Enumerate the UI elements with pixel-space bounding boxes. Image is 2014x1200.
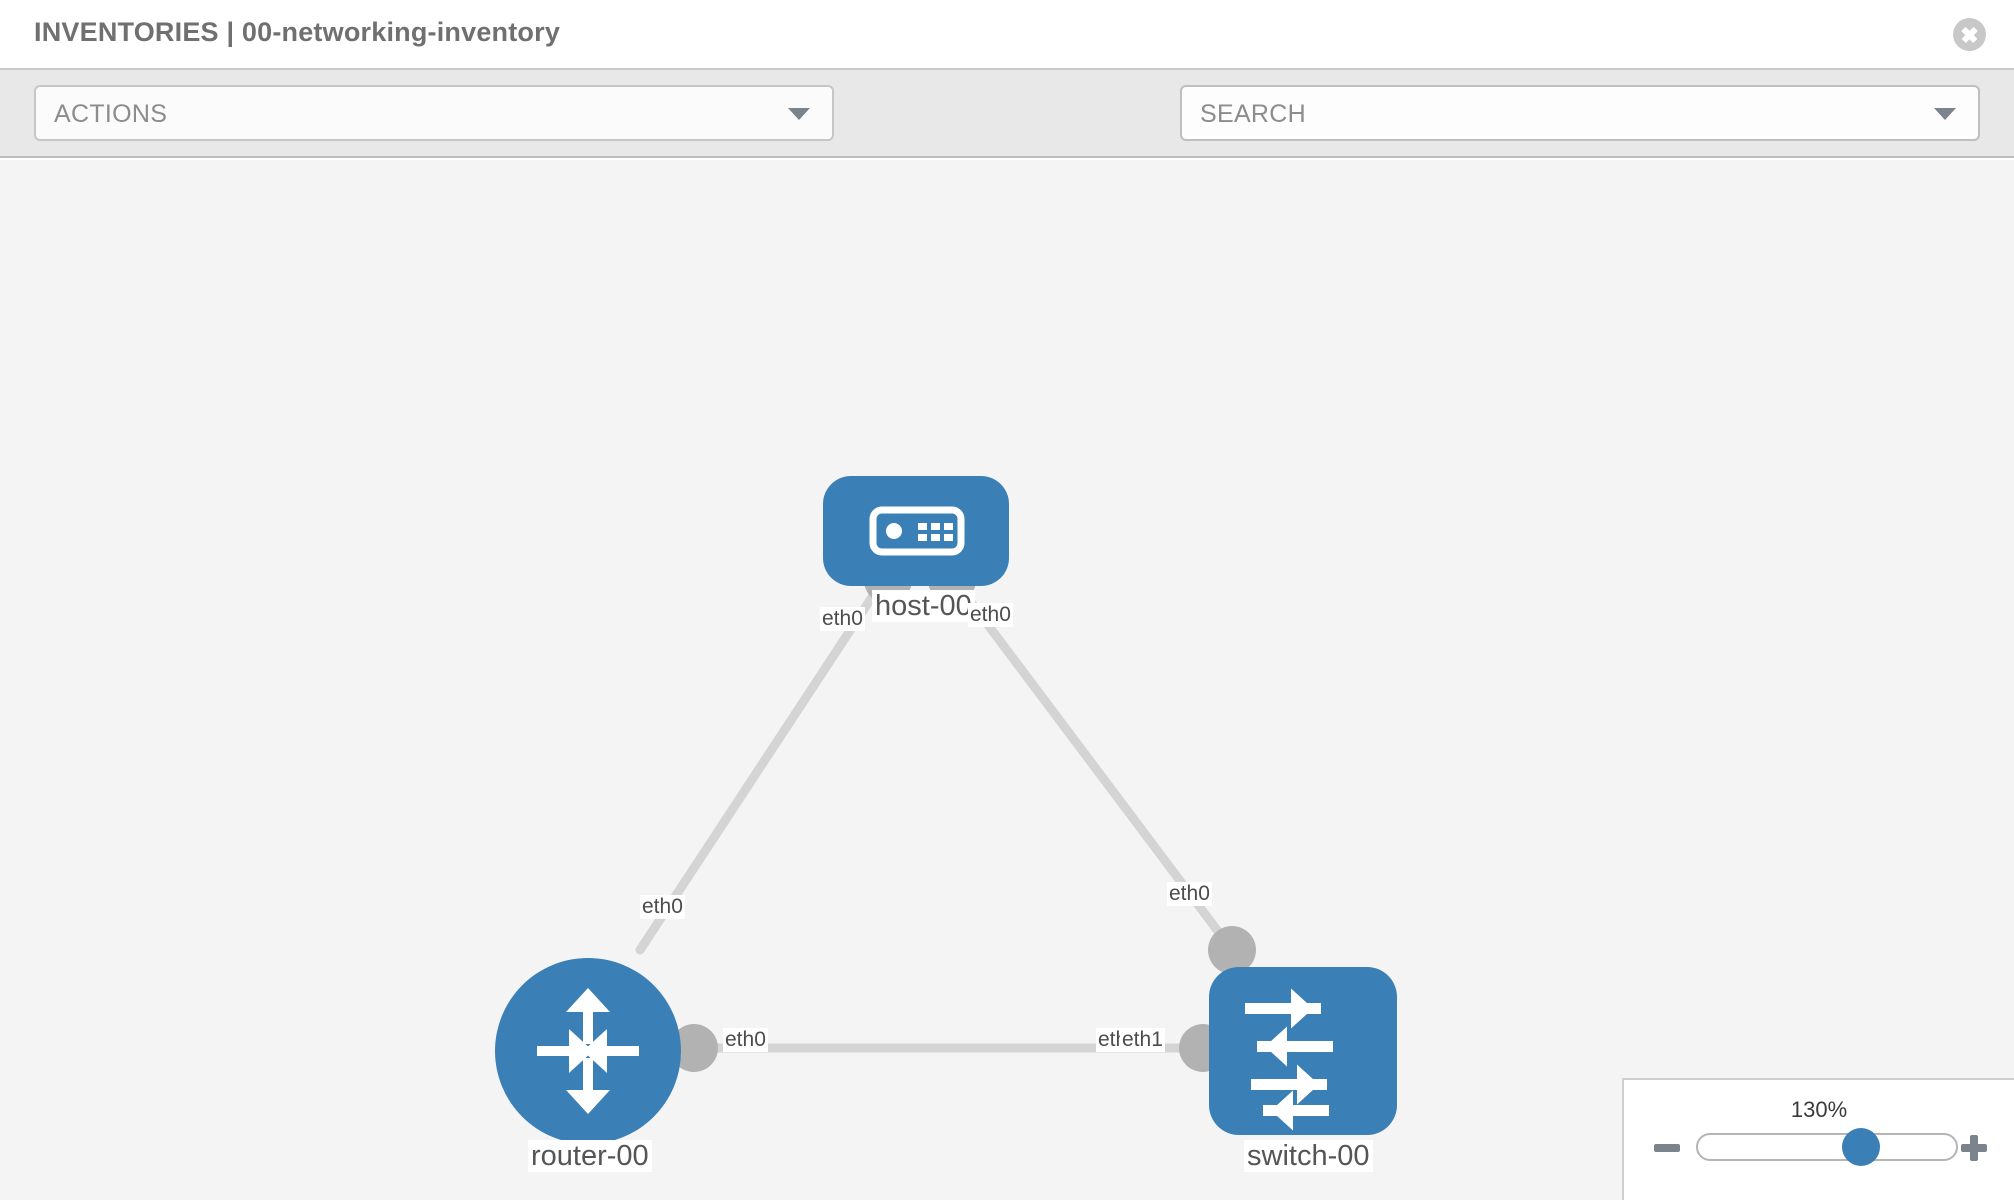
- page-header: INVENTORIES | 00-networking-inventory: [0, 0, 2014, 68]
- minus-icon[interactable]: [1654, 1135, 1680, 1161]
- actions-dropdown-label: ACTIONS: [54, 100, 168, 128]
- page-title: INVENTORIES | 00-networking-inventory: [34, 17, 561, 47]
- node-label-host-00: host-00: [872, 590, 975, 623]
- iface-label-router00-to-switch00: eth0: [723, 1028, 768, 1052]
- zoom-slider-thumb[interactable]: [1842, 1128, 1880, 1166]
- link-host00-router00: [635, 580, 885, 955]
- close-icon[interactable]: [1953, 18, 1986, 51]
- node-router-00: [495, 958, 681, 1144]
- switch-arrows-icon: [1245, 988, 1333, 1131]
- topology-graph: [495, 476, 1397, 1144]
- node-label-router-00: router-00: [528, 1140, 652, 1173]
- topology-canvas[interactable]: host-00 router-00 switch-00 eth0 eth0 et…: [0, 160, 2014, 1200]
- chevron-down-icon: [788, 108, 810, 120]
- search-input[interactable]: SEARCH: [1180, 85, 1980, 141]
- iface-label-switch00-to-router00: eth1: [1120, 1028, 1165, 1052]
- zoom-level-value: 130%: [1790, 1097, 1848, 1122]
- actions-dropdown[interactable]: ACTIONS: [34, 85, 834, 141]
- iface-label-host00-to-switch00: eth0: [968, 603, 1013, 627]
- zoom-control-panel: 130%: [1622, 1078, 2014, 1200]
- node-switch-00: [1209, 967, 1397, 1135]
- iface-label-host00-to-router00: eth0: [820, 607, 865, 631]
- chevron-down-icon: [1934, 108, 1956, 120]
- server-device-icon: [869, 506, 965, 556]
- router-arrows-icon: [537, 988, 639, 1114]
- iface-label-router00-to-host00: eth0: [640, 895, 685, 919]
- connector-switch00-top: [1208, 926, 1256, 974]
- zoom-slider-track[interactable]: [1696, 1133, 1958, 1161]
- search-placeholder: SEARCH: [1200, 100, 1306, 128]
- node-host-00: [823, 476, 1009, 586]
- plus-icon[interactable]: [1961, 1135, 1987, 1161]
- connector-router00-right: [670, 1024, 718, 1072]
- toolbar: ACTIONS SEARCH: [0, 68, 2014, 199]
- iface-label-switch00-to-host00: eth0: [1167, 882, 1212, 906]
- node-label-switch-00: switch-00: [1244, 1140, 1373, 1173]
